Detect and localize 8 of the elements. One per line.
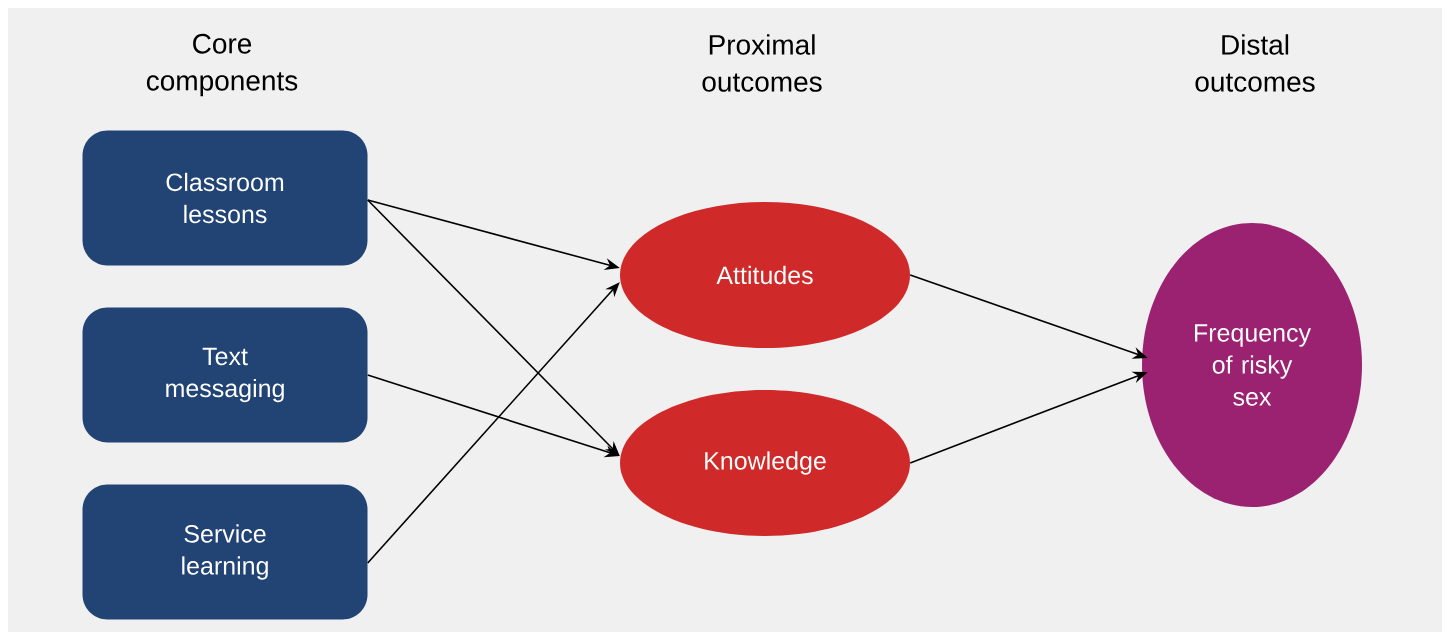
arrow: [366, 199, 620, 456]
process-box: Text messaging: [82, 307, 368, 443]
column-heading: Proximal outcomes: [702, 34, 822, 92]
process-box: Classroom lessons: [82, 130, 368, 266]
arrow: [366, 282, 620, 564]
column-heading: Distal outcomes: [1195, 34, 1315, 92]
process-box: Service learning: [82, 484, 368, 620]
column-heading: Core components: [146, 33, 298, 97]
